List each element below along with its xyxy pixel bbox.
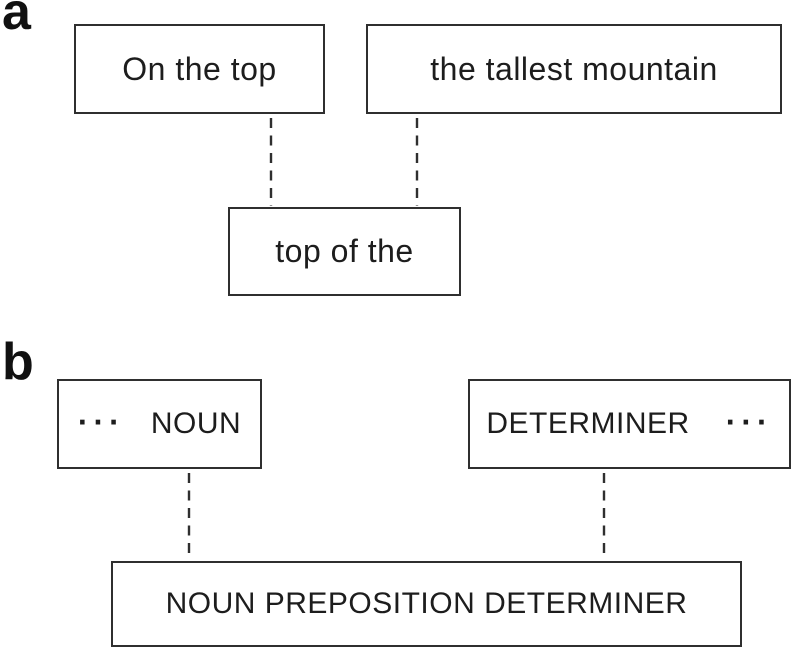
phrase-box-top-of-the: top of the xyxy=(228,207,461,296)
ellipsis-left: ··· xyxy=(77,404,125,440)
pos-box-determiner: DETERMINER ··· xyxy=(468,379,791,469)
pos-box-noun-preposition-determiner: NOUN PREPOSITION DETERMINER xyxy=(111,561,742,647)
ellipsis-right: ··· xyxy=(725,404,773,440)
panel-b-label: b xyxy=(2,333,34,391)
phrase-text: the tallest mountain xyxy=(430,50,718,87)
pos-box-noun: ··· NOUN xyxy=(57,379,262,469)
phrase-text: top of the xyxy=(275,233,414,269)
phrase-text: On the top xyxy=(122,50,277,87)
pos-text: NOUN xyxy=(150,407,242,440)
pos-text: DETERMINER xyxy=(486,407,690,440)
phrase-box-on-the-top: On the top xyxy=(74,24,325,114)
phrase-box-the-tallest-mountain: the tallest mountain xyxy=(366,24,782,114)
panel-a-label: a xyxy=(2,0,31,41)
pos-text: NOUN PREPOSITION DETERMINER xyxy=(165,587,688,620)
